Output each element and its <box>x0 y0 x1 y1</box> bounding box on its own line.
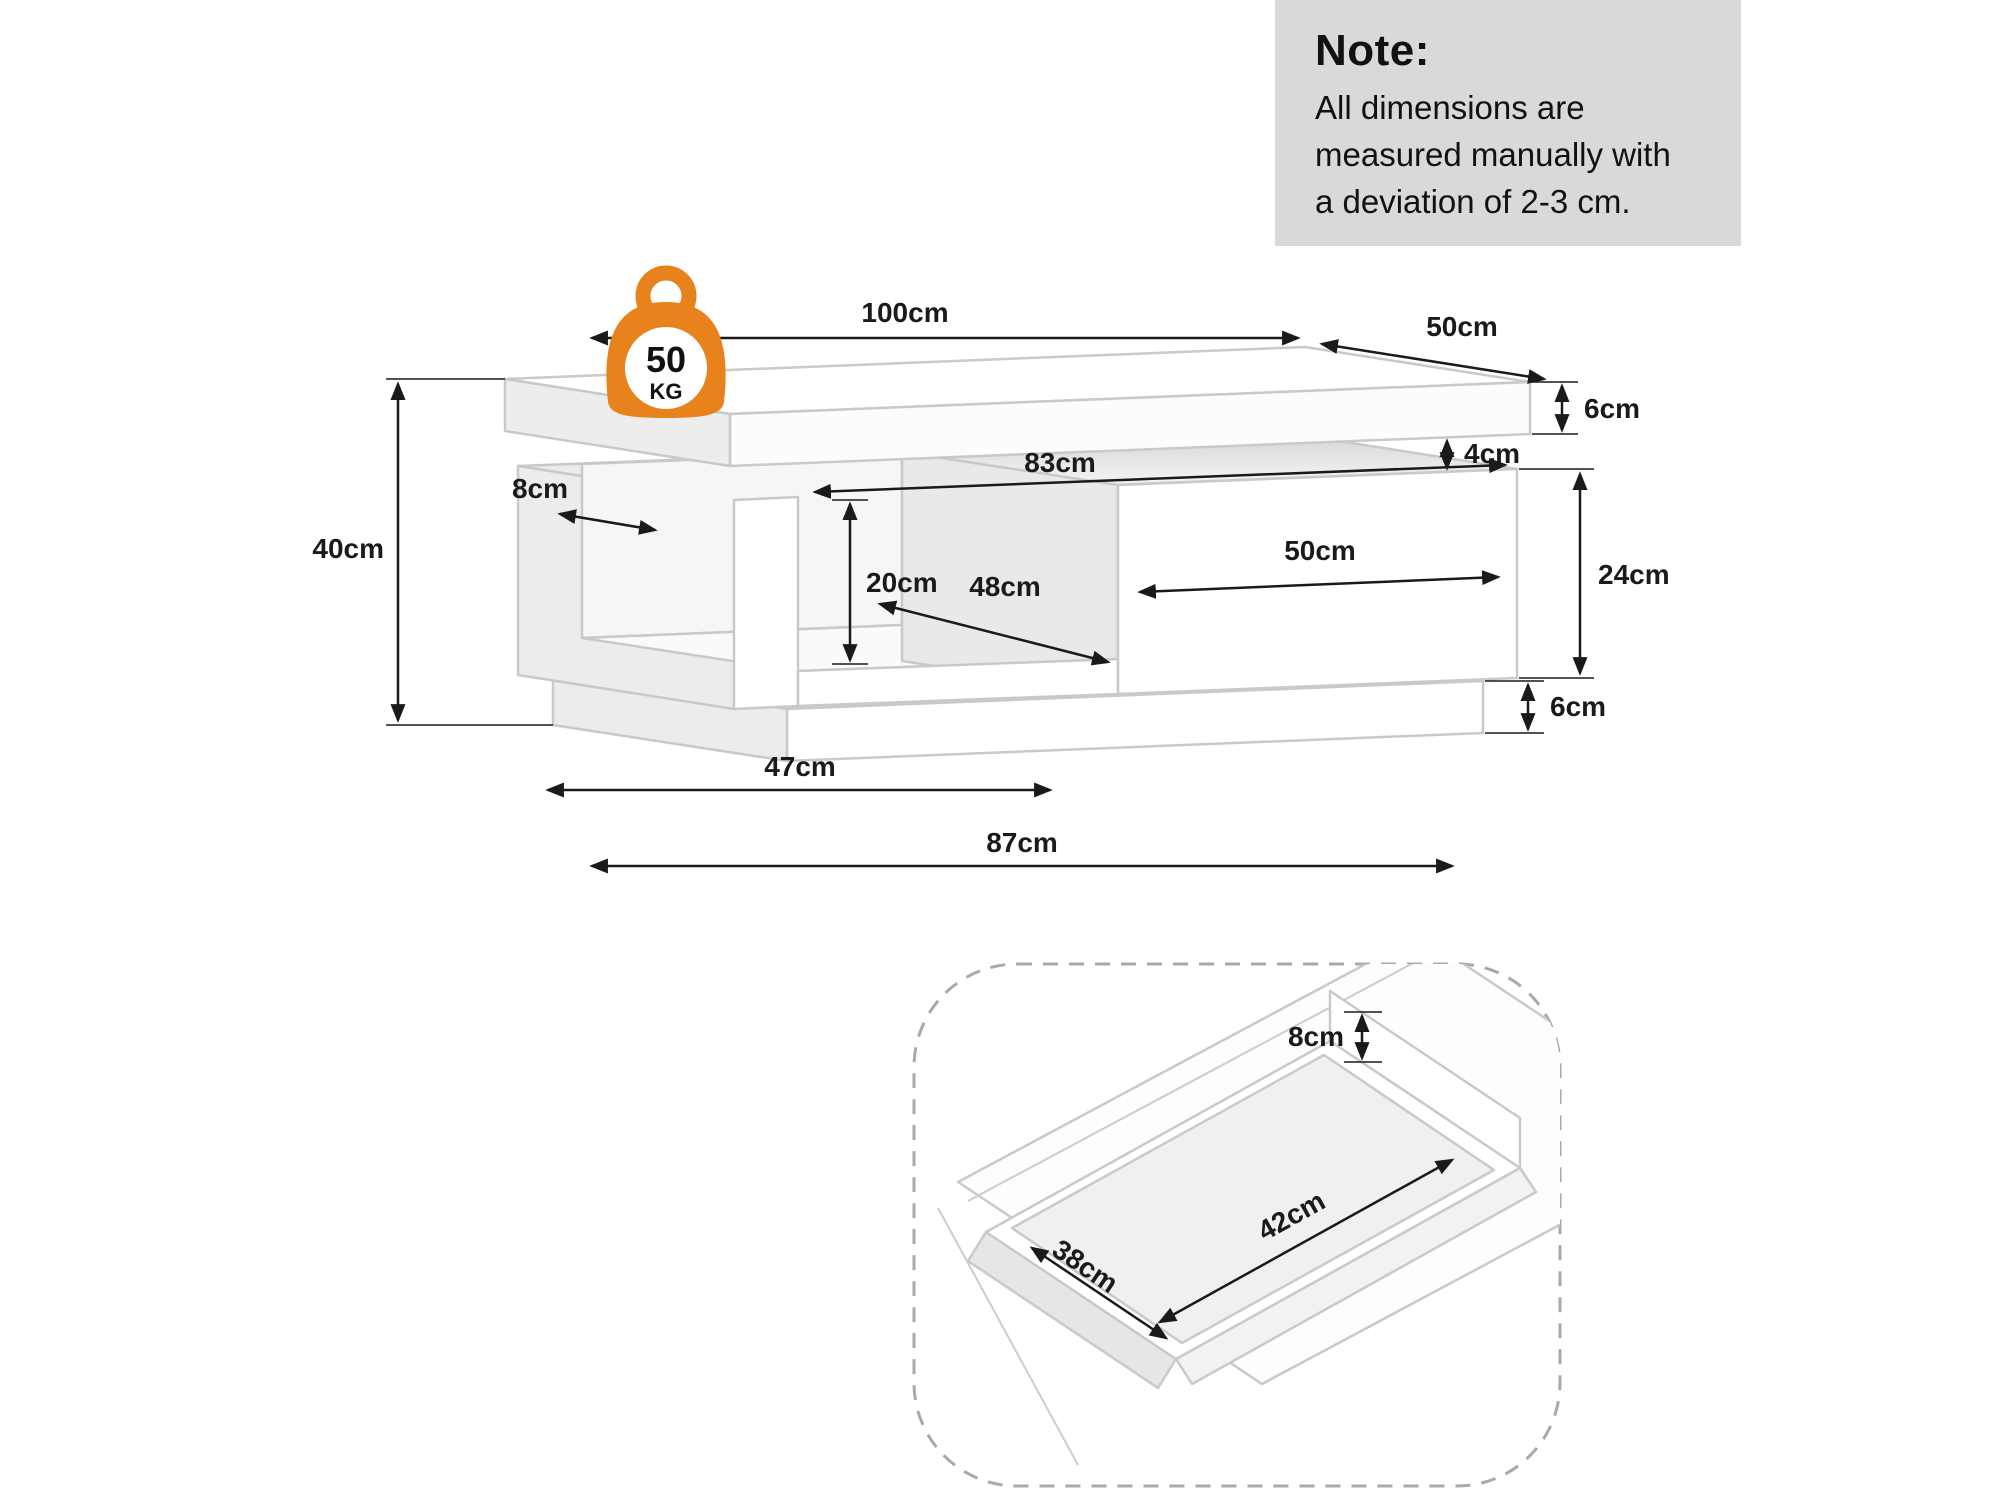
note-line-3: a deviation of 2-3 cm. <box>1315 183 1631 220</box>
dim-shelf-width-arrow <box>812 458 1508 499</box>
inset-content: 8cm 42cm 38cm <box>937 964 1560 1466</box>
dim-base-left-width-label: 47cm <box>764 751 836 782</box>
note-line-1: All dimensions are <box>1315 89 1585 126</box>
dim-shelf-height: 20cm <box>832 499 938 665</box>
dim-top-depth-arrow <box>1319 339 1547 384</box>
dim-top-depth: 50cm <box>1319 311 1547 384</box>
dim-base-thickness: 6cm <box>1485 680 1606 734</box>
note-title: Note: <box>1315 26 1430 75</box>
dim-base-width-label: 87cm <box>986 827 1058 858</box>
dim-drawer-width-label: 50cm <box>1284 535 1356 566</box>
dim-total-height: 40cm <box>312 378 553 726</box>
dim-side-panel-label: 8cm <box>512 473 568 504</box>
dim-inset-inner-length-arrow <box>1157 1158 1455 1324</box>
dim-drawer-height-label: 24cm <box>1598 559 1670 590</box>
weight-badge: 50 KG <box>606 265 726 418</box>
weight-value: 50 <box>646 339 686 380</box>
note-line-2: measured manually with <box>1315 136 1671 173</box>
dimension-annotations: 100cm 50cm 6cm 4cm 83cm 8cm <box>312 297 1670 874</box>
dim-inset-rim-height: 8cm <box>1288 1011 1382 1063</box>
dim-drawer-width-arrow <box>1137 570 1501 599</box>
drawer-detail-inset: 8cm 42cm 38cm <box>912 962 1562 1488</box>
left-panel-front <box>732 495 800 711</box>
dim-shelf-depth-arrow <box>877 600 1111 666</box>
dim-top-thickness: 6cm <box>1532 381 1640 435</box>
dim-drawer-width: 50cm <box>1137 535 1501 599</box>
dim-inset-inner-depth-arrow <box>1029 1246 1169 1340</box>
note-box: Note: All dimensions are measured manual… <box>1275 0 1741 246</box>
drawer-front-face <box>1116 467 1519 696</box>
dim-shelf-width: 83cm <box>812 447 1508 499</box>
dim-inset-rim-height-label: 8cm <box>1288 1021 1344 1052</box>
inset-cabinet-edge <box>937 1207 1079 1466</box>
dim-top-length-label: 100cm <box>861 297 948 328</box>
dim-top-thickness-label: 6cm <box>1584 393 1640 424</box>
dim-top-depth-label: 50cm <box>1426 311 1498 342</box>
dim-side-panel-arrow <box>557 509 658 535</box>
weight-badge-circle <box>625 327 707 409</box>
weight-unit: KG <box>650 379 683 404</box>
dim-base-thickness-label: 6cm <box>1550 691 1606 722</box>
dim-total-height-label: 40cm <box>312 533 384 564</box>
inset-tabletop-edge <box>967 964 1431 1202</box>
dim-base-left-width: 47cm <box>545 751 1053 798</box>
dim-drawer-height: 24cm <box>1519 468 1670 679</box>
dim-base-width: 87cm <box>589 827 1455 874</box>
dim-shelf-depth: 48cm <box>877 571 1111 666</box>
dim-shelf-height-label: 20cm <box>866 567 938 598</box>
dim-side-panel: 8cm <box>512 473 658 535</box>
dim-shelf-width-label: 83cm <box>1024 447 1096 478</box>
dim-shelf-depth-label: 48cm <box>969 571 1041 602</box>
